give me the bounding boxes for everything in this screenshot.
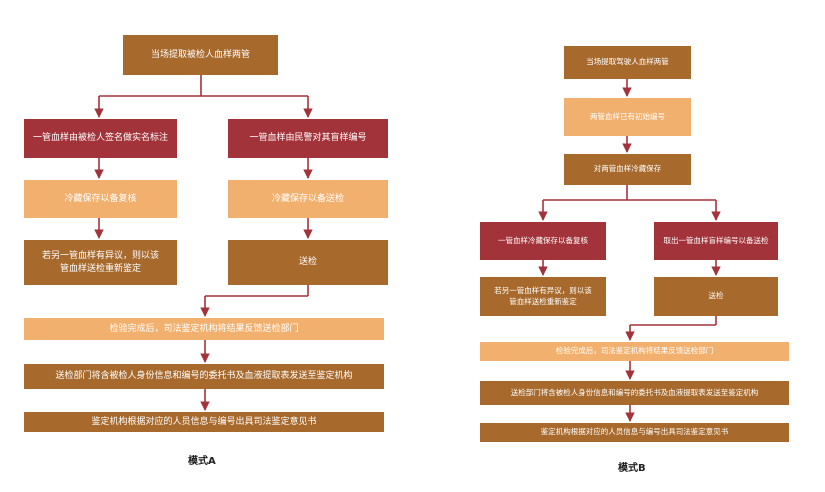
b-top-box: 当场提取驾驶人血样两管	[564, 46, 691, 79]
a-merge3-box: 鉴定机构根据对应的人员信息与编号出具司法鉴定意见书	[24, 412, 384, 432]
b-left-step2-box: 若另一管血样有异议，则以该管血样送检重新鉴定	[480, 277, 606, 316]
b-right-step2-box: 送检	[654, 277, 778, 316]
a-merge2-box: 送检部门将含被检人身份信息和编号的委托书及血液提取表发送至鉴定机构	[24, 364, 384, 389]
b-caption: 模式B	[618, 463, 646, 474]
b-right-step1-box: 取出一管血样盲样编号以备送检	[654, 222, 778, 260]
a-right-step2-box: 冷藏保存以备送检	[228, 180, 388, 218]
b-merge1-box: 检验完成后，司法鉴定机构将结果反馈送检部门	[480, 342, 789, 361]
b-step2-box: 两管血样已有初始编号	[564, 98, 691, 136]
a-caption: 模式A	[188, 456, 216, 467]
a-merge1-box: 检验完成后，司法鉴定机构将结果反馈送检部门	[24, 318, 384, 340]
a-left-step1-box: 一管血样由被检人签名做实名标注	[24, 119, 177, 158]
a-top-box: 当场提取被检人血样两管	[123, 35, 278, 75]
b-step3-box: 对两管血样冷藏保存	[564, 154, 691, 185]
a-left-step2-box: 冷藏保存以备复核	[24, 180, 177, 218]
b-left-step1-box: 一管血样冷藏保存以备复核	[480, 222, 606, 260]
a-right-step1-box: 一管血样由民警对其盲样编号	[228, 119, 388, 158]
b-merge2-box: 送检部门将含被检人身份信息和编号的委托书及血液提取表发送至鉴定机构	[480, 381, 789, 405]
a-left-step3-box: 若另一管血样有异议，则以该管血样送检重新鉴定	[24, 240, 177, 285]
b-merge3-box: 鉴定机构根据对应的人员信息与编号出具司法鉴定意见书	[480, 423, 789, 442]
a-right-step3-box: 送检	[228, 240, 388, 285]
